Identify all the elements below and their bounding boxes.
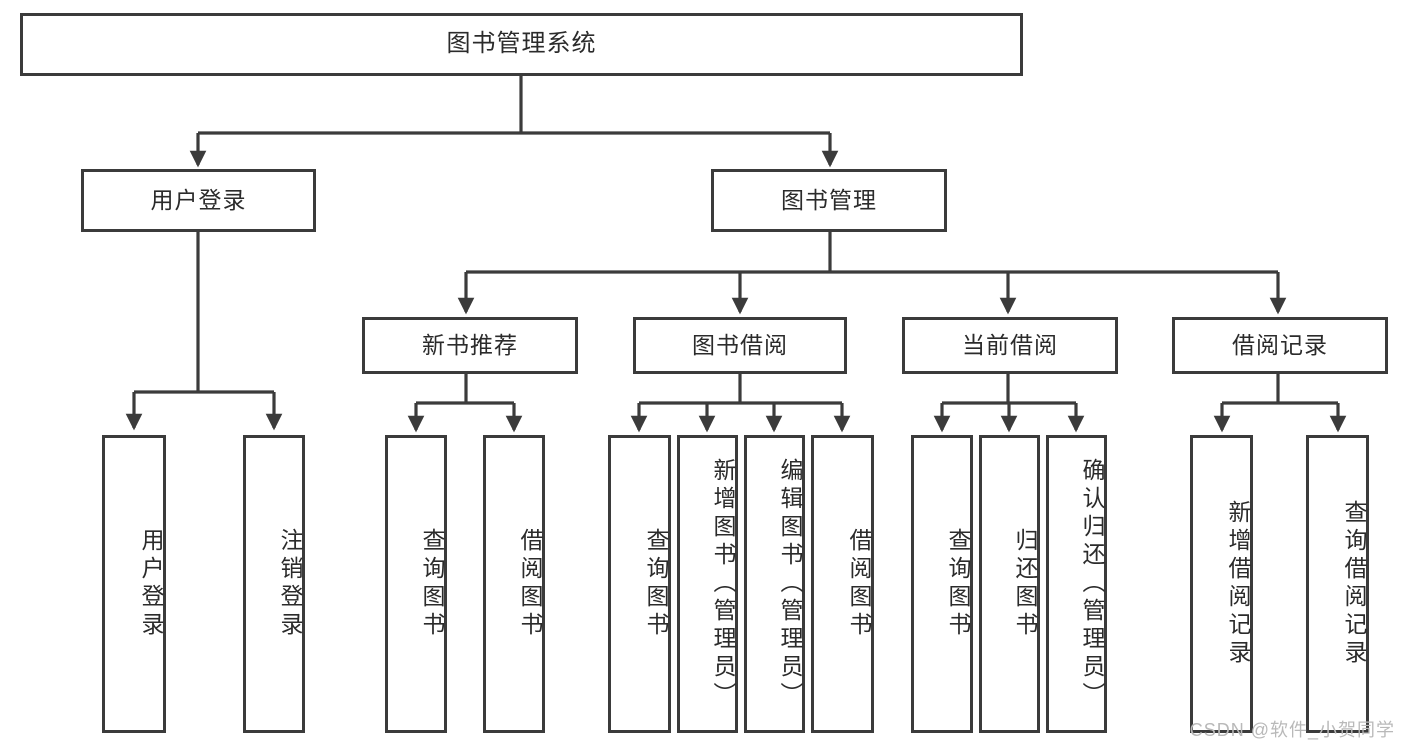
leaf-user-login-signout[interactable]: 注销登录	[243, 435, 305, 733]
node-label: 借阅图书	[517, 528, 543, 640]
node-label: 用户登录	[150, 186, 247, 213]
node-user-login[interactable]: 用户登录	[81, 169, 316, 232]
node-label: 查询借阅记录	[1341, 500, 1367, 668]
node-new-book-recommend[interactable]: 新书推荐	[362, 317, 578, 374]
leaf-book-borrow-borrow-book[interactable]: 借阅图书	[811, 435, 874, 733]
node-label: 新增图书（管理员）	[710, 458, 736, 710]
leaf-user-login-signin[interactable]: 用户登录	[102, 435, 166, 733]
node-label: 新增借阅记录	[1225, 500, 1251, 668]
watermark-text: CSDN @软件_小贺同学	[1189, 720, 1395, 740]
leaf-borrow-record-query-record[interactable]: 查询借阅记录	[1306, 435, 1369, 733]
node-borrow-record[interactable]: 借阅记录	[1172, 317, 1388, 374]
leaf-new-book-borrow-book[interactable]: 借阅图书	[483, 435, 545, 733]
leaf-current-borrow-query-book[interactable]: 查询图书	[911, 435, 973, 733]
leaf-book-borrow-edit-book-admin[interactable]: 编辑图书（管理员）	[744, 435, 805, 733]
node-label: 新书推荐	[422, 331, 518, 358]
node-label: 图书管理系统	[446, 30, 597, 58]
node-label: 查询图书	[643, 528, 669, 640]
node-label: 当前借阅	[962, 331, 1058, 358]
node-label: 确认归还（管理员）	[1079, 458, 1105, 710]
node-label: 查询图书	[945, 528, 971, 640]
leaf-current-borrow-confirm-return-admin[interactable]: 确认归还（管理员）	[1046, 435, 1107, 733]
node-label: 注销登录	[277, 528, 303, 640]
node-label: 图书管理	[781, 186, 877, 213]
node-current-borrow[interactable]: 当前借阅	[902, 317, 1118, 374]
node-book-borrow[interactable]: 图书借阅	[633, 317, 847, 374]
leaf-current-borrow-return-book[interactable]: 归还图书	[979, 435, 1040, 733]
leaf-book-borrow-query-book[interactable]: 查询图书	[608, 435, 671, 733]
leaf-borrow-record-add-record[interactable]: 新增借阅记录	[1190, 435, 1253, 733]
leaf-book-borrow-add-book-admin[interactable]: 新增图书（管理员）	[677, 435, 738, 733]
node-root-book-management-system[interactable]: 图书管理系统	[20, 13, 1023, 76]
node-label: 图书借阅	[692, 331, 788, 358]
node-label: 查询图书	[419, 528, 445, 640]
node-book-management[interactable]: 图书管理	[711, 169, 947, 232]
node-label: 用户登录	[138, 528, 164, 640]
node-label: 编辑图书（管理员）	[777, 458, 803, 710]
node-label: 借阅图书	[846, 528, 872, 640]
node-label: 借阅记录	[1232, 331, 1328, 358]
leaf-new-book-query-book[interactable]: 查询图书	[385, 435, 447, 733]
node-label: 归还图书	[1012, 528, 1038, 640]
